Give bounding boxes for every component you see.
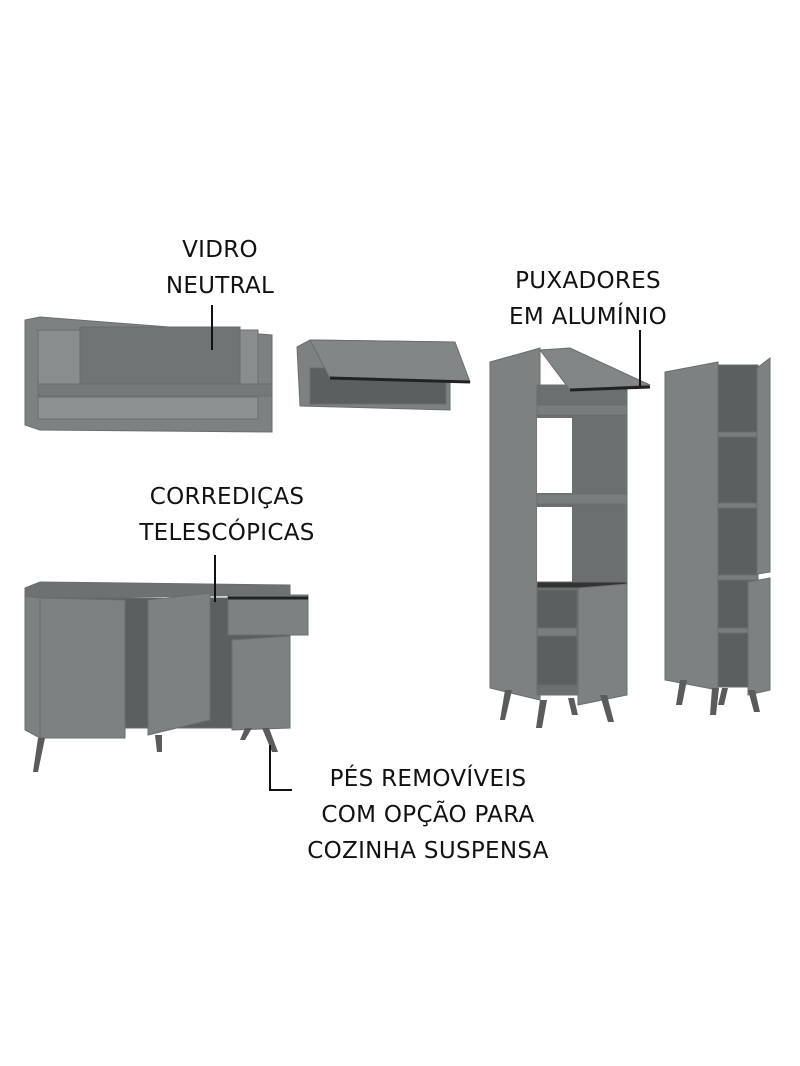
- tall-oven-cabinet: [489, 347, 651, 706]
- annotation-slides: CORREDIÇAS TELESCÓPICAS: [139, 479, 314, 551]
- annotation-line: NEUTRAL: [165, 273, 275, 299]
- base-cabinet: [24, 581, 309, 739]
- annotation-line: PÉS REMOVÍVEIS: [329, 766, 527, 792]
- legs: [33, 680, 760, 772]
- annotation-line: PUXADORES: [515, 268, 661, 294]
- tall-pantry-cabinet: [664, 356, 771, 696]
- leader-lines: [211, 305, 641, 791]
- annotation-line: EM ALUMÍNIO: [509, 304, 667, 330]
- annotation-line: VIDRO: [182, 237, 258, 263]
- annotation-feet: PÉS REMOVÍVEIS COM OPÇÃO PARA COZINHA SU…: [307, 761, 548, 869]
- wall-cabinet-glass: [24, 316, 273, 433]
- annotation-line: TELESCÓPICAS: [139, 520, 315, 546]
- annotation-handles: PUXADORES EM ALUMÍNIO: [509, 263, 667, 335]
- annotation-glass: VIDRO NEUTRAL: [166, 232, 274, 304]
- annotation-line: COZINHA SUSPENSA: [307, 838, 549, 864]
- annotation-line: COM OPÇÃO PARA: [321, 802, 535, 828]
- annotation-line: CORREDIÇAS: [149, 484, 305, 510]
- wall-cabinet-flap: [296, 339, 471, 411]
